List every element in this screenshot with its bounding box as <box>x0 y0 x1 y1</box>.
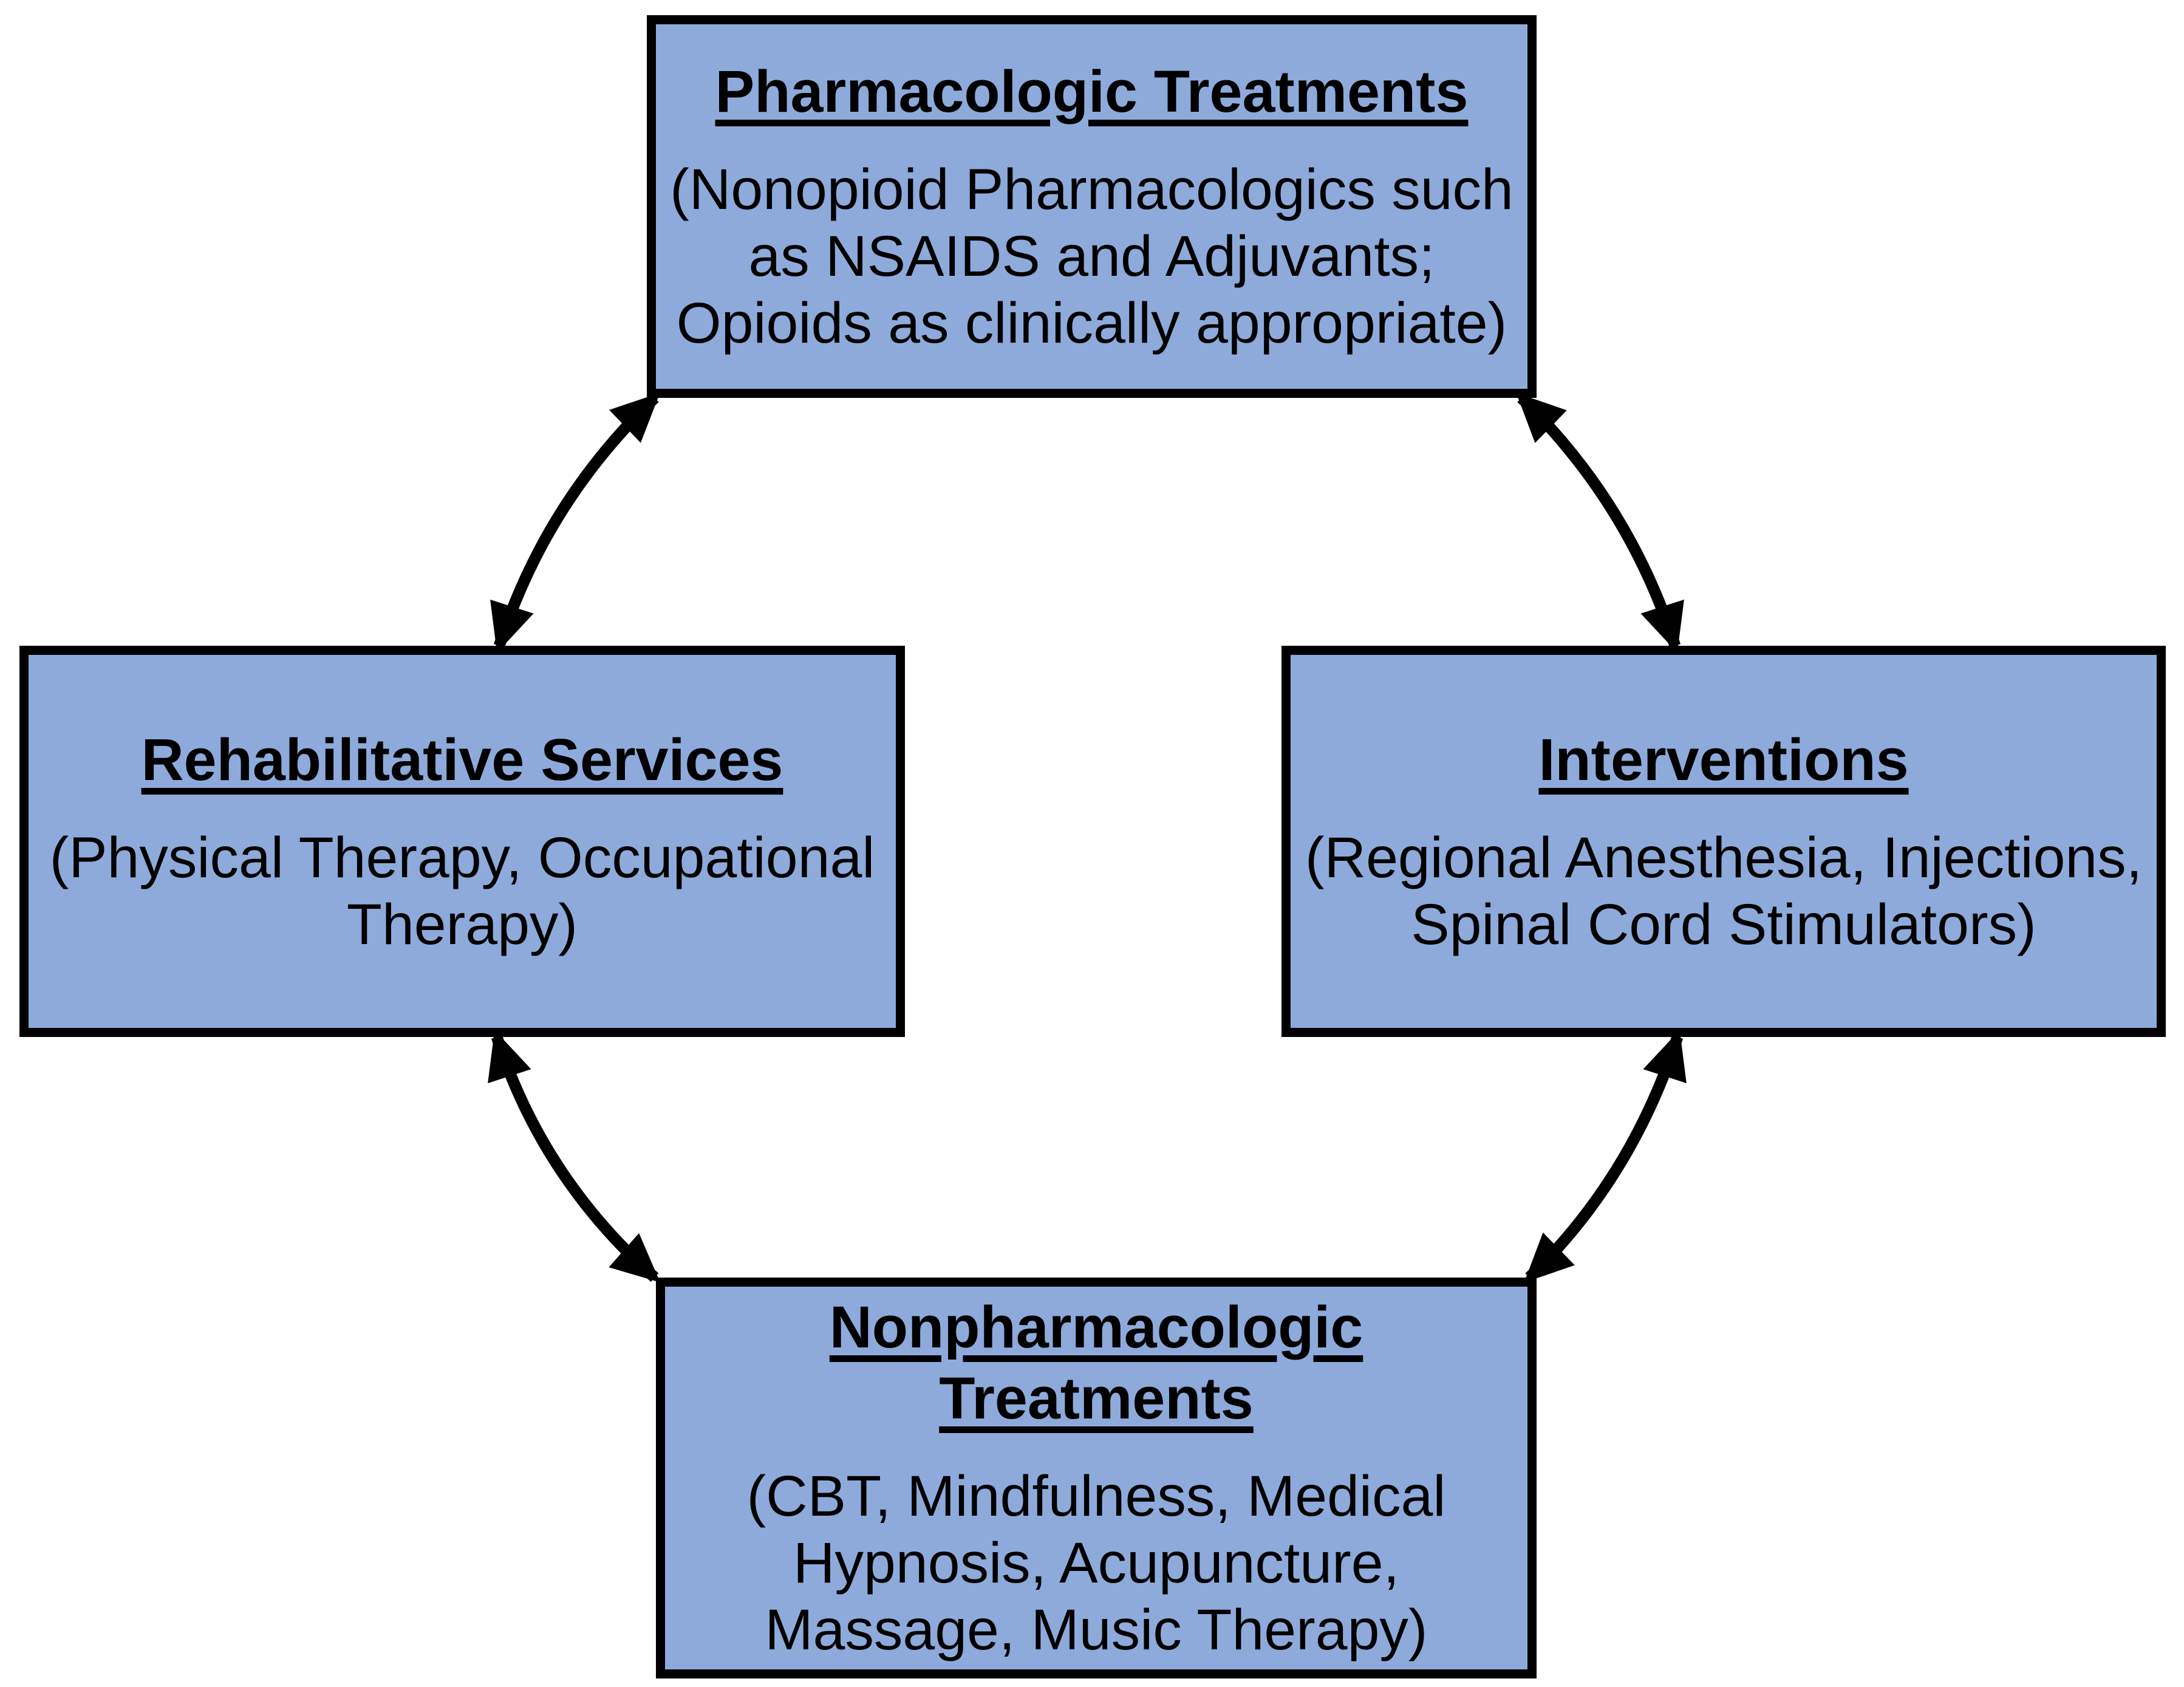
nonpharmacologic-treatments-body: (CBT, Mindfulness, Medical Hypnosis, Acu… <box>746 1464 1446 1663</box>
box-nonpharmacologic-treatments: Nonpharmacologic Treatments (CBT, Mindfu… <box>656 1278 1537 1678</box>
pharmacologic-treatments-title: Pharmacologic Treatments <box>715 58 1469 125</box>
interventions-title: Interventions <box>1538 726 1909 793</box>
interventions-body: (Regional Anesthesia, Injections, Spinal… <box>1305 826 2143 957</box>
arrow-interventions-nonpharmacologic <box>1524 1030 1687 1283</box>
box-rehabilitative-services: Rehabilitative Services (Physical Therap… <box>19 646 905 1037</box>
nonpharmacologic-treatments-title: Nonpharmacologic Treatments <box>829 1294 1363 1431</box>
arrow-pharmacologic-rehabilitative <box>490 392 660 653</box>
box-interventions: Interventions (Regional Anesthesia, Inje… <box>1281 646 2166 1037</box>
box-pharmacologic-treatments: Pharmacologic Treatments (Nonopioid Phar… <box>647 15 1537 398</box>
rehabilitative-services-body: (Physical Therapy, Occupational Therapy) <box>49 826 875 957</box>
pharmacologic-treatments-body: (Nonopioid Pharmacologics such as NSAIDS… <box>670 157 1513 356</box>
arrow-pharmacologic-interventions <box>1516 392 1684 653</box>
rehabilitative-services-title: Rehabilitative Services <box>141 726 783 793</box>
arrow-rehabilitative-nonpharmacologic <box>488 1030 660 1282</box>
